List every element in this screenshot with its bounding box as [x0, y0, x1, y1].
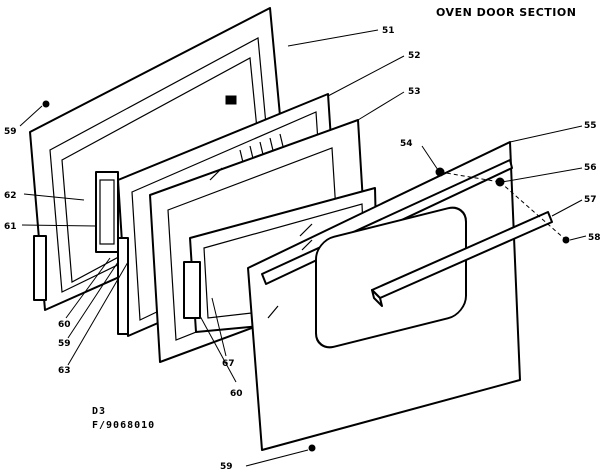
model-line-1: D3 — [92, 406, 106, 417]
label-57: 57 — [584, 195, 597, 205]
label-59-left: 59 — [58, 339, 71, 349]
label-61: 61 — [4, 222, 17, 232]
label-62: 62 — [4, 191, 17, 201]
label-56: 56 — [584, 163, 597, 173]
label-54: 54 — [400, 139, 413, 149]
label-55: 55 — [584, 121, 597, 131]
label-51: 51 — [382, 26, 395, 36]
label-52: 52 — [408, 51, 421, 61]
door-liner-51 — [29, 7, 289, 311]
label-53: 53 — [408, 87, 421, 97]
label-58: 58 — [588, 233, 601, 243]
label-59-top: 59 — [4, 127, 17, 137]
door-handle-57 — [371, 211, 553, 307]
diagram-title: OVEN DOOR SECTION — [436, 6, 576, 19]
wire-bracket-62 — [95, 171, 119, 253]
label-59-bottom: 59 — [220, 462, 233, 472]
model-line-2: F/9068010 — [92, 420, 155, 431]
screw-59-top — [42, 100, 50, 108]
label-60-right: 60 — [230, 389, 243, 399]
screw-59-bottom — [308, 444, 316, 452]
label-60-left: 60 — [58, 320, 71, 330]
label-67: 67 — [222, 359, 235, 369]
side-clip-63 — [117, 237, 129, 335]
label-63: 63 — [58, 366, 71, 376]
